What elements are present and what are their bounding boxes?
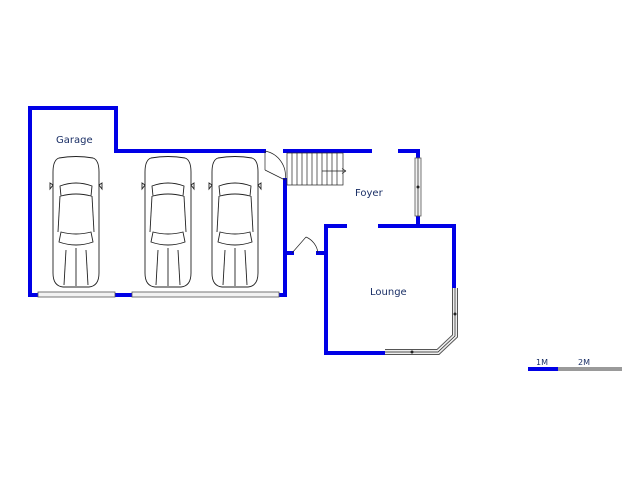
garage-walls [28,106,287,297]
door-swing-icon [264,150,286,181]
foyer-label: Foyer [355,188,384,199]
car-icon [208,156,262,288]
entry-door-swing-icon [291,236,319,254]
car-icon [141,156,195,288]
car-icon [49,156,103,288]
stairs-icon [286,152,347,186]
garage-doors [37,291,280,298]
scale-label-2m: 2M [578,358,590,367]
scale-bar: 1M 2M [528,358,622,371]
lounge-label: Lounge [370,287,407,298]
scale-label-1m: 1M [536,358,548,367]
foyer-window [414,157,422,217]
lounge-walls [324,224,456,355]
garage-label: Garage [56,135,93,146]
lounge-bay-window [385,288,458,355]
